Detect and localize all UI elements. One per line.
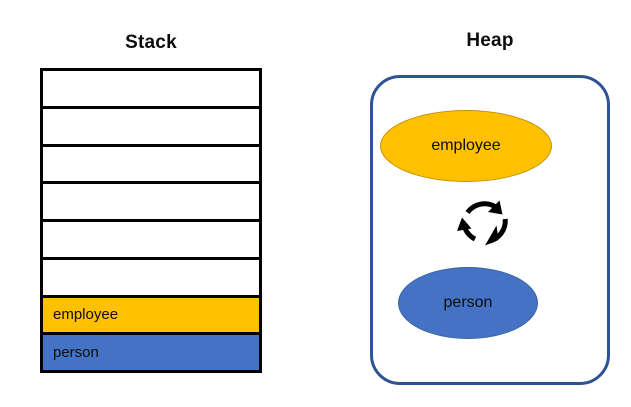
stack-row-label: person [53, 344, 99, 362]
stack-row-label: employee [53, 306, 119, 324]
stack-row [43, 146, 259, 185]
circular-arrows-icon [455, 193, 513, 251]
stack-row-employee: employee [43, 297, 259, 336]
stack-row-person: person [43, 335, 259, 370]
stack-row [43, 259, 259, 298]
stack-table: employee person [40, 68, 262, 373]
heap-object-label: person [443, 294, 493, 311]
stack-title: Stack [125, 32, 177, 53]
heap-object-employee: employee [380, 110, 552, 182]
heap-object-person: person [398, 267, 538, 339]
stack-row [43, 222, 259, 260]
stack-row [43, 184, 259, 222]
stack-row [43, 71, 259, 109]
heap-title: Heap [466, 30, 514, 51]
heap-object-label: employee [431, 137, 501, 154]
stack-row [43, 108, 259, 147]
